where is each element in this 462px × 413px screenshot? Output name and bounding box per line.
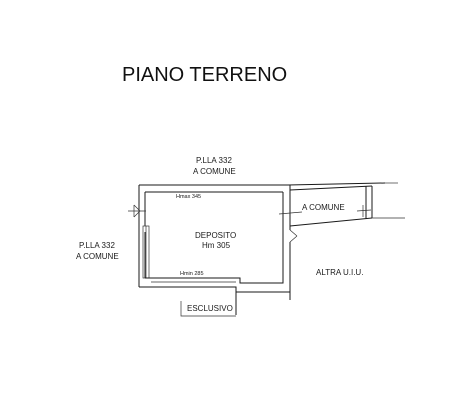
room-height-label: Hm 305 [202, 241, 231, 250]
room-name-label: DEPOSITO [195, 231, 236, 240]
exclusive-label: ESCLUSIVO [187, 304, 233, 313]
entrance-marker-left [128, 204, 146, 218]
right-common-label: A COMUNE [302, 203, 345, 212]
hmin-label: Hmin 285 [180, 271, 204, 277]
north-common-label: A COMUNE [193, 167, 236, 176]
other-unit-label: ALTRA U.I.U. [316, 268, 363, 277]
deposito-walls [138, 184, 298, 300]
hmax-label: Hmax 345 [176, 194, 201, 200]
west-common-label: A COMUNE [76, 252, 119, 261]
exclusive-area [180, 292, 237, 317]
north-parcel-label: P.LLA 332 [196, 156, 232, 165]
page-title: PIANO TERRENO [122, 64, 287, 86]
adjacent-walls [287, 182, 405, 227]
boundary-marker-right [278, 205, 372, 217]
west-parcel-label: P.LLA 332 [79, 241, 115, 250]
